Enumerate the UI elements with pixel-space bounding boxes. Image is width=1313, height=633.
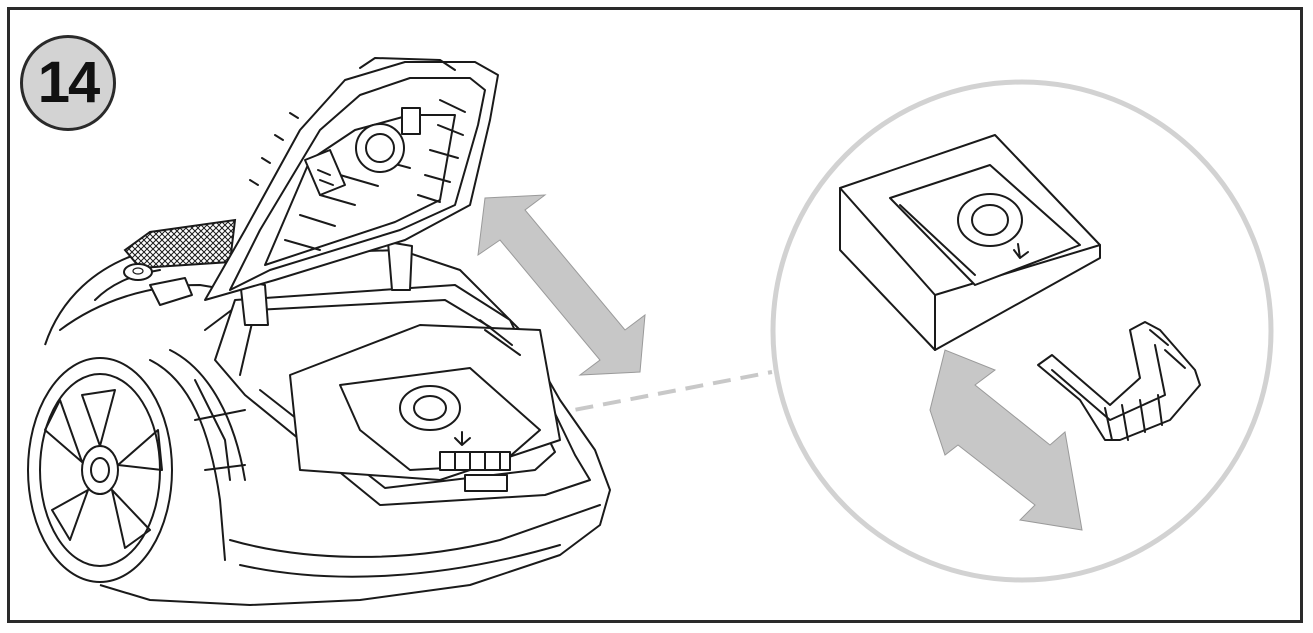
front-latch: [464, 474, 508, 492]
power-button: [123, 263, 153, 281]
bag-insert-remove-double-arrow: [929, 349, 1083, 531]
lid-motor-filter: [355, 123, 405, 173]
rear-wheel: [27, 357, 173, 583]
dust-bag-detail: [839, 134, 1101, 351]
lid-open-close-double-arrow: [477, 194, 646, 376]
step-number: 14: [37, 50, 100, 115]
installed-bag-collar: [399, 385, 461, 431]
exhaust-grill: [123, 218, 237, 270]
vacuum-cleaner: [27, 57, 611, 606]
bag-holder-frame: [1037, 321, 1201, 441]
step-number-badge: 14: [20, 35, 116, 131]
open-lid: [204, 57, 499, 301]
detail-zoom-circle: [770, 79, 1274, 583]
leader-dashed-line: [547, 370, 773, 417]
